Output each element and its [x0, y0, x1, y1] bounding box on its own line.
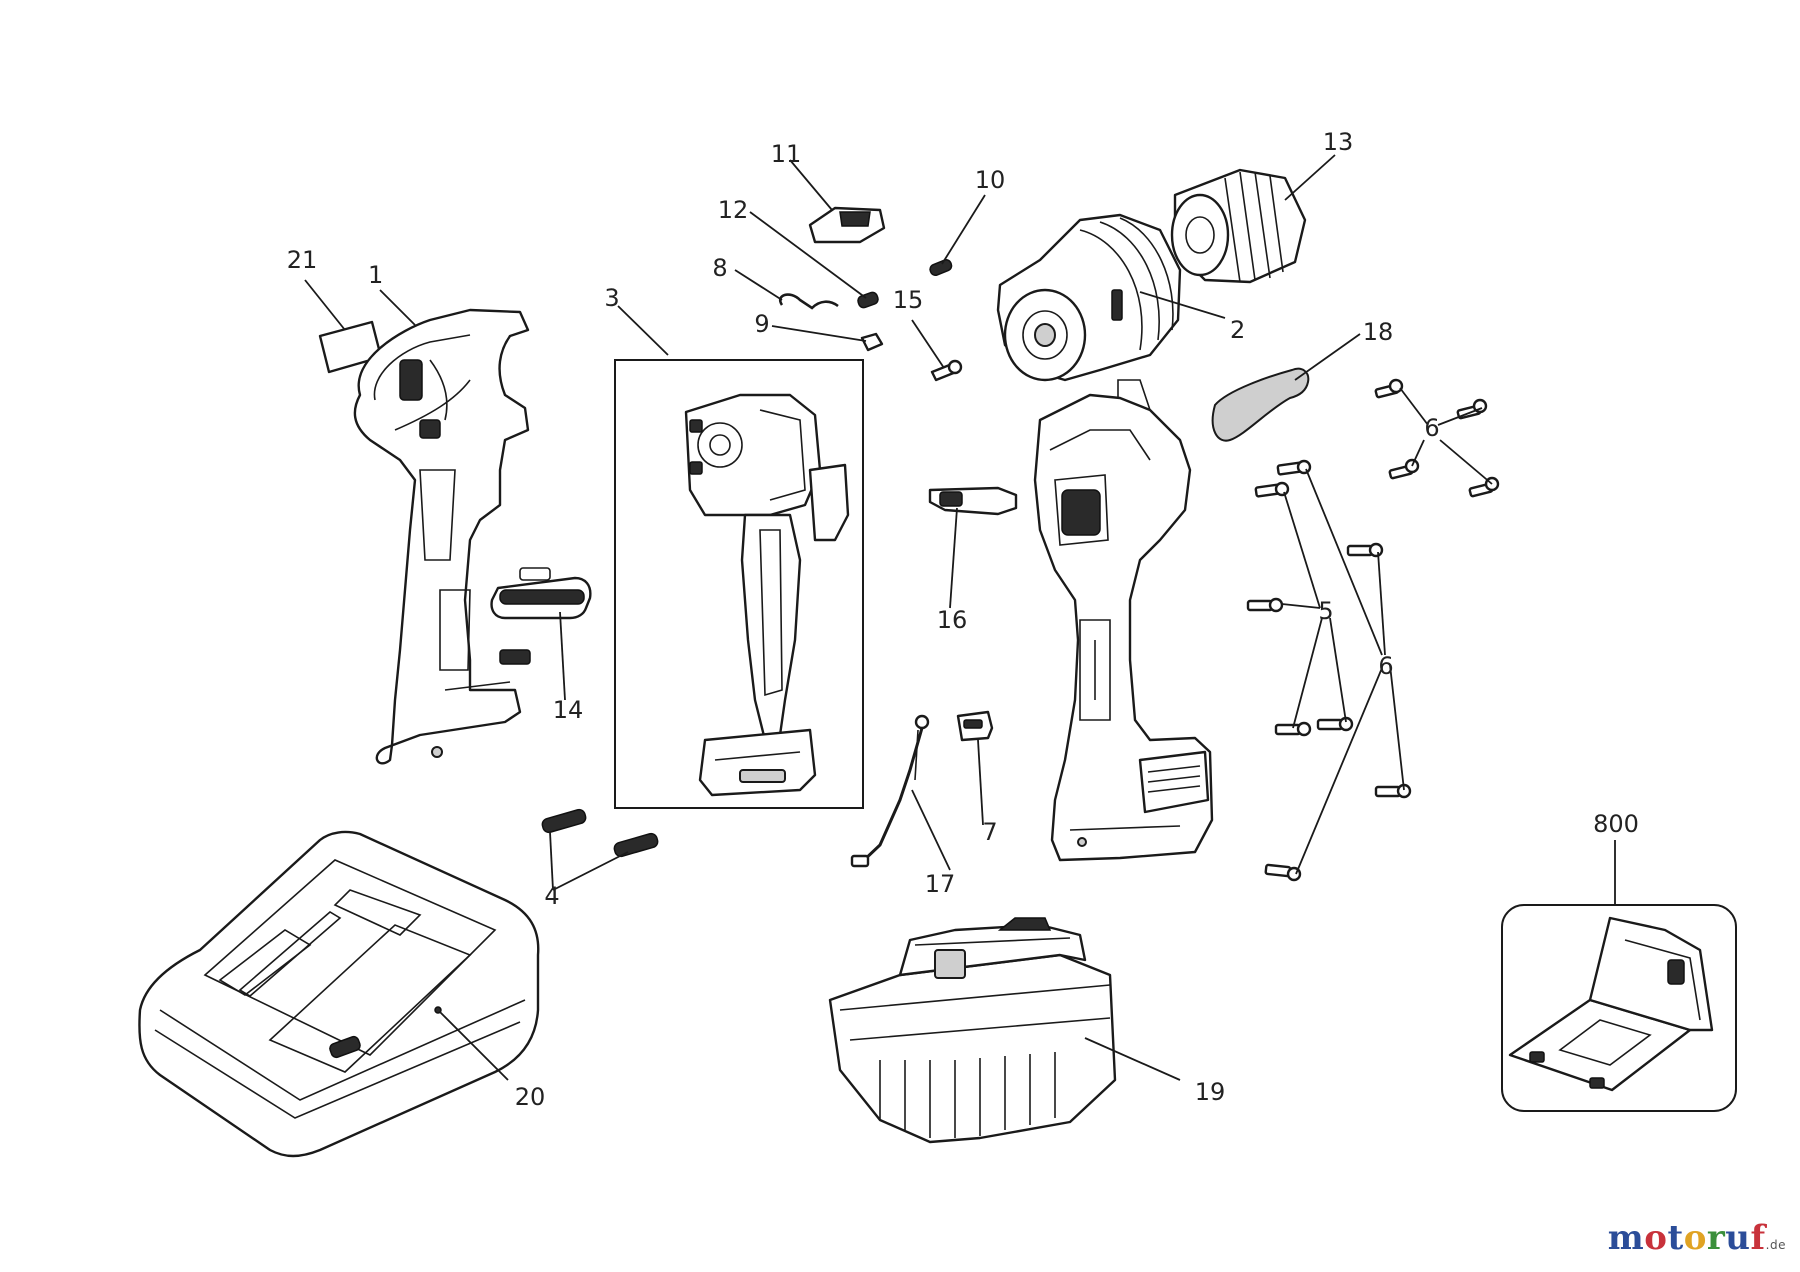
callout-8: 8	[712, 254, 727, 282]
callout-14: 14	[553, 696, 584, 724]
screw	[1374, 378, 1404, 399]
watermark-letter: o	[1644, 1218, 1668, 1258]
part-13-chuck	[1170, 168, 1307, 284]
callout-10: 10	[975, 166, 1006, 194]
callout-20: 20	[515, 1083, 546, 1111]
watermark-letter: m	[1607, 1218, 1645, 1258]
part-9-small-pin	[860, 332, 884, 352]
part-3-motor-switch-assembly	[614, 359, 864, 809]
part-2-gearbox	[996, 213, 1182, 382]
leader-lines	[304, 154, 1616, 1081]
screw	[1246, 597, 1284, 613]
screw	[1346, 542, 1384, 558]
part-800-carry-case	[1501, 904, 1737, 1112]
watermark-letter: u	[1725, 1218, 1751, 1258]
part-15-screw	[930, 359, 963, 382]
callout-6a: 6	[1424, 414, 1439, 442]
watermark-letter: o	[1683, 1218, 1707, 1258]
part-18-grease-tube	[1211, 367, 1310, 442]
part-19-battery	[828, 917, 1117, 1144]
callout-12: 12	[718, 196, 749, 224]
part-14-nameplate	[490, 567, 592, 620]
part-11-switch-button	[808, 206, 886, 244]
part-1-housing-half	[353, 308, 531, 765]
callout-11: 11	[771, 140, 802, 168]
screw	[1374, 783, 1412, 799]
watermark-letter: t	[1667, 1218, 1684, 1258]
part-5-6-screws	[1246, 378, 1500, 882]
callout-labels: 1 2 3 4 5 6 6 7 8 9 10 11 12 13 14 15 16…	[287, 128, 1639, 1111]
site-watermark-logo: motoruf.de	[1608, 1218, 1786, 1258]
watermark-letter: r	[1706, 1218, 1726, 1258]
callout-5: 5	[1318, 597, 1333, 625]
part-17-led-cable	[850, 714, 930, 868]
part-8-spring-clip	[779, 293, 839, 310]
callout-7: 7	[982, 818, 997, 846]
assembled-housing	[1033, 379, 1214, 862]
screw	[1276, 459, 1312, 476]
callout-13: 13	[1323, 128, 1354, 156]
watermark-suffix: .de	[1765, 1238, 1786, 1252]
part-20-charger	[138, 830, 540, 1158]
part-7-terminal-clip	[956, 710, 994, 742]
callout-6b: 6	[1378, 652, 1393, 680]
callout-2: 2	[1230, 316, 1245, 344]
screw	[1468, 476, 1500, 498]
callout-9: 9	[754, 310, 769, 338]
callout-16: 16	[937, 606, 968, 634]
part-10-spring	[929, 259, 953, 276]
watermark-letters: motoruf	[1608, 1218, 1766, 1258]
callout-18: 18	[1363, 318, 1394, 346]
callout-800: 800	[1593, 810, 1639, 838]
callout-3: 3	[604, 284, 619, 312]
screw	[1316, 716, 1354, 732]
part-16-forward-reverse-lever	[928, 486, 1018, 516]
callout-19: 19	[1195, 1078, 1226, 1106]
screw	[1254, 481, 1290, 498]
part-4-pins	[541, 808, 659, 858]
callout-15: 15	[893, 286, 924, 314]
watermark-letter: f	[1750, 1218, 1766, 1258]
callout-17: 17	[925, 870, 956, 898]
callout-21: 21	[287, 246, 318, 274]
callout-4: 4	[544, 882, 559, 910]
screw	[1264, 863, 1302, 882]
callout-1: 1	[368, 261, 383, 289]
